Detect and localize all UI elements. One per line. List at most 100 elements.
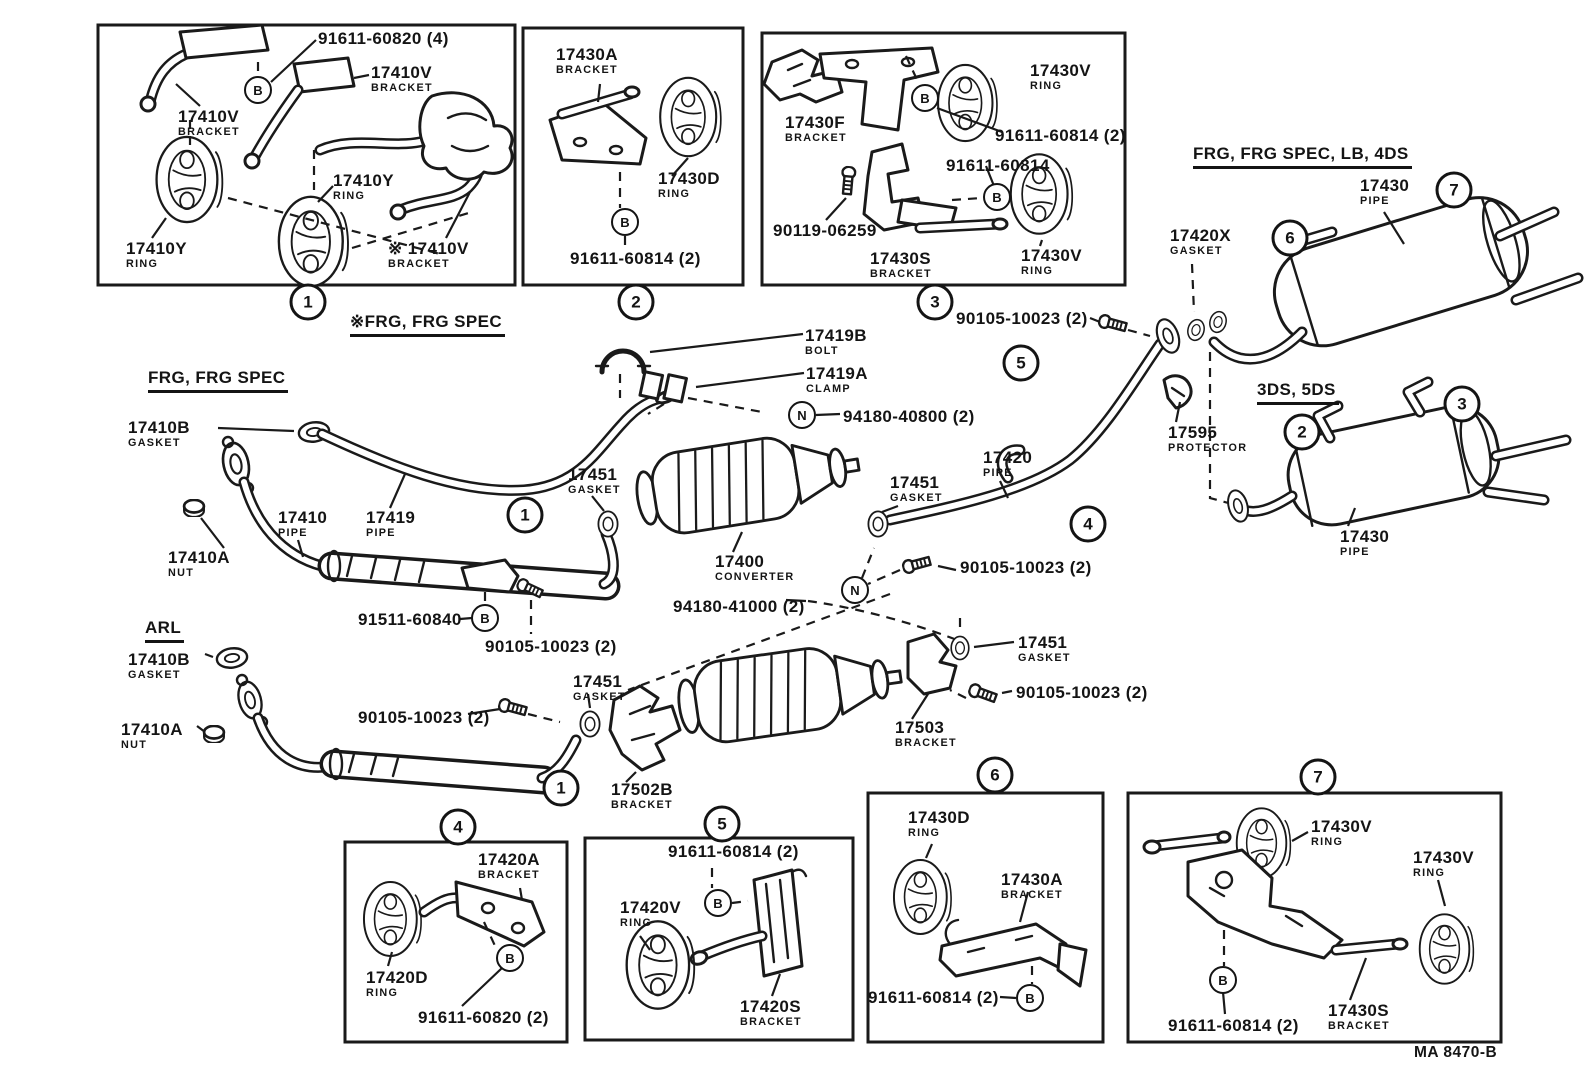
part-descriptor: BRACKET	[1001, 889, 1063, 901]
fastener-letter-marker: N	[788, 401, 816, 429]
part-descriptor: BRACKET	[478, 869, 540, 881]
part-descriptor: BRACKET	[740, 1016, 802, 1028]
part-number: 17451	[890, 473, 940, 492]
part-number: 17430V	[1413, 848, 1475, 867]
part-label: 90105-10023 (2)	[1016, 684, 1148, 701]
part-descriptor: GASKET	[890, 492, 943, 504]
part-number: 17451	[568, 465, 618, 484]
part-number: 17420X	[1170, 226, 1232, 245]
part-number: 17420V	[620, 898, 682, 917]
part-number: ※ 17410V	[388, 239, 469, 258]
part-descriptor: PIPE	[1360, 195, 1390, 207]
part-descriptor: RING	[908, 827, 941, 839]
fastener-letter-marker: B	[1016, 984, 1044, 1012]
fastener-letter-marker: N	[841, 576, 869, 604]
part-number: 17430F	[785, 113, 846, 132]
box2-art	[548, 76, 722, 248]
part-descriptor: RING	[1030, 80, 1063, 92]
part-number: 90105-10023 (2)	[485, 637, 617, 656]
part-label: 90105-10023 (2)	[485, 638, 617, 655]
part-number: 17430	[1340, 527, 1390, 546]
group-number-callout: 1	[506, 496, 544, 534]
part-number: 17420D	[366, 968, 428, 987]
part-number: 90119-06259	[773, 221, 877, 240]
part-descriptor: CONVERTER	[715, 571, 795, 583]
part-number: 91611-60814 (2)	[570, 249, 701, 268]
part-label: 91611-60820 (4)	[318, 30, 449, 47]
part-descriptor: RING	[1413, 867, 1446, 879]
part-number: 91611-60814 (2)	[995, 126, 1126, 145]
part-number: 17430A	[1001, 870, 1063, 889]
part-label: 91511-60840	[358, 611, 462, 628]
box1-art	[139, 23, 514, 288]
part-descriptor: RING	[1021, 265, 1054, 277]
section-heading: ※FRG, FRG SPEC	[350, 312, 506, 337]
box4-art	[362, 880, 546, 1007]
box5-art	[625, 868, 808, 1010]
part-number: 17595	[1168, 423, 1218, 442]
part-descriptor: BRACKET	[388, 258, 450, 270]
part-number: 90105-10023 (2)	[956, 309, 1088, 328]
fastener-letter-marker: B	[611, 208, 639, 236]
part-label: 91611-60814 (2)	[668, 843, 799, 860]
part-descriptor: GASKET	[568, 484, 621, 496]
part-number: 90105-10023 (2)	[1016, 683, 1148, 702]
part-number: 90105-10023 (2)	[358, 708, 490, 727]
part-descriptor: GASKET	[1018, 652, 1071, 664]
part-descriptor: RING	[1311, 836, 1344, 848]
part-label: 90105-10023 (2)	[960, 559, 1092, 576]
part-descriptor: GASKET	[128, 437, 181, 449]
group-number-callout: 4	[1069, 505, 1107, 543]
group-number-callout: 4	[439, 808, 477, 846]
box6-art	[892, 843, 1088, 1000]
part-number: 17410Y	[333, 171, 395, 190]
part-label: 90105-10023 (2)	[956, 310, 1088, 327]
part-label: 91611-60814 (2)	[868, 989, 999, 1006]
part-number: 17419B	[805, 326, 867, 345]
part-label: 91611-60820 (2)	[418, 1009, 549, 1026]
part-descriptor: PIPE	[1340, 546, 1370, 558]
part-number: 91611-60814 (2)	[868, 988, 999, 1007]
part-label: 91611-60814 (2)	[1168, 1017, 1299, 1034]
part-number: 17419	[366, 508, 416, 527]
part-descriptor: GASKET	[573, 691, 626, 703]
part-number: 17451	[1018, 633, 1068, 652]
group-number-callout: 5	[703, 805, 741, 843]
box7-art	[1142, 807, 1475, 1015]
part-label: 94180-40800 (2)	[843, 408, 975, 425]
drawing-code: MA 8470-B	[1414, 1044, 1498, 1061]
section-heading: FRG, FRG SPEC, LB, 4DS	[1193, 144, 1412, 169]
group-number-callout: 7	[1299, 758, 1337, 796]
part-number: 17430V	[1311, 817, 1373, 836]
part-number: 17420	[983, 448, 1033, 467]
part-number: 91611-60814 (2)	[668, 842, 799, 861]
frg-exhaust-line-art	[182, 332, 963, 692]
part-number: 17430D	[908, 808, 970, 827]
